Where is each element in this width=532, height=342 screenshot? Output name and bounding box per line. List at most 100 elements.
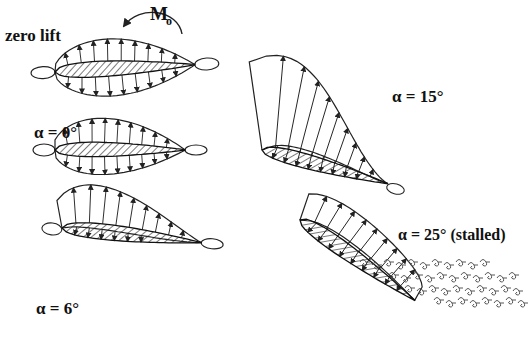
wake-curl — [420, 263, 430, 270]
pressure-arrow — [107, 39, 109, 61]
pressure-arrow — [169, 222, 172, 235]
pressure-arrow — [92, 119, 93, 142]
wake-curl — [513, 289, 523, 296]
wake-curl — [485, 273, 495, 280]
wake-curl — [465, 289, 475, 296]
wake-curl — [417, 289, 427, 296]
wake-curl — [497, 276, 507, 283]
pressure-arrow — [104, 157, 106, 175]
pressure-arrow — [162, 70, 164, 82]
pressure-arrow — [174, 54, 176, 63]
wake-curl — [413, 273, 423, 280]
pressure-arrow — [87, 185, 93, 223]
wake-curl — [446, 301, 456, 308]
pressure-arrow — [78, 156, 80, 172]
wake-curl — [518, 301, 528, 308]
wake-curl — [453, 286, 463, 293]
wake-curl — [389, 273, 399, 280]
angle-label: α = 25° (stalled) — [398, 226, 506, 244]
pressure-arrow — [135, 73, 137, 91]
pressure-arrow — [116, 192, 121, 226]
pressure-arrow — [92, 157, 93, 175]
wake-curl — [501, 286, 511, 293]
wake-curl — [449, 276, 459, 283]
moment-symbol: M — [150, 4, 168, 25]
edge-loop — [41, 222, 62, 236]
pressure-arrow — [120, 39, 122, 61]
wake-curl — [468, 263, 478, 270]
wake-curl — [405, 286, 415, 293]
wake-curl — [489, 289, 499, 296]
pressure-arrow — [79, 45, 81, 63]
pressure-arrow — [310, 196, 330, 222]
pressure-arrow — [154, 153, 155, 163]
wake-curl — [401, 276, 411, 283]
pressure-arrow — [133, 41, 136, 61]
wake-curl — [408, 260, 418, 267]
airfoil-section — [61, 220, 202, 250]
angle-label: α = 15° — [392, 88, 443, 107]
wake-curl — [434, 298, 444, 305]
wake-curl — [396, 263, 406, 270]
pressure-arrow — [148, 72, 150, 88]
wake-curl — [477, 286, 487, 293]
angle-label: α = 0° — [34, 124, 77, 143]
wake-curl — [509, 273, 519, 280]
airfoil-group — [41, 180, 228, 253]
airfoil-section — [55, 142, 185, 156]
pressure-arrow — [81, 77, 83, 93]
pressure-arrow — [129, 155, 130, 171]
wake-curl — [506, 298, 516, 305]
stall-wake — [360, 260, 528, 308]
edge-loop — [194, 57, 219, 70]
airfoil-group — [290, 184, 437, 306]
pressure-arrow — [161, 48, 163, 62]
pressure-arrow — [182, 230, 184, 237]
pressure-arrow — [102, 187, 106, 224]
wake-curl — [441, 289, 451, 296]
pressure-arrow — [95, 77, 96, 96]
airfoil-group — [226, 48, 430, 196]
pressure-arrow — [70, 188, 80, 223]
pressure-arrow — [93, 41, 94, 62]
edge-loop — [33, 144, 55, 156]
wake-curl — [360, 260, 370, 267]
wake-curl — [372, 263, 382, 270]
pressure-arrow — [154, 132, 156, 146]
pressure-arrow — [155, 213, 159, 232]
pressure-arrow — [166, 139, 167, 148]
wake-curl — [384, 260, 394, 267]
wake-curl — [425, 276, 435, 283]
edge-loop — [385, 182, 405, 196]
pressure-arrow — [78, 122, 79, 143]
wake-curl — [473, 276, 483, 283]
pressure-arrow — [335, 128, 347, 164]
pressure-arrow — [65, 53, 68, 65]
pressure-arrow — [347, 143, 356, 168]
edge-loop — [185, 145, 207, 155]
pressure-arrow — [380, 247, 397, 270]
wake-curl — [444, 263, 454, 270]
condition-label: zero lift — [5, 27, 61, 46]
pressure-arrow — [142, 127, 144, 145]
pressure-arrow — [129, 198, 134, 228]
wake-curl — [456, 260, 466, 267]
pressure-arrow — [369, 237, 387, 261]
pressure-arrow — [122, 75, 124, 95]
wake-curl — [480, 260, 490, 267]
pressure-arrow — [116, 156, 118, 173]
wake-curl — [437, 273, 447, 280]
pressure-arrow — [109, 76, 111, 96]
pressure-arrow — [66, 155, 68, 166]
pressure-arrow — [147, 44, 150, 61]
pressure-arrow — [359, 157, 365, 173]
airfoil-group — [33, 118, 207, 174]
pressure-arrow — [260, 56, 299, 147]
pressure-arrow — [400, 268, 415, 288]
pressure-arrow — [337, 211, 354, 236]
pressure-arrow — [67, 77, 69, 88]
moment-subscript: o — [166, 15, 172, 28]
wake-curl — [494, 301, 504, 308]
pressure-arrow — [142, 205, 146, 230]
